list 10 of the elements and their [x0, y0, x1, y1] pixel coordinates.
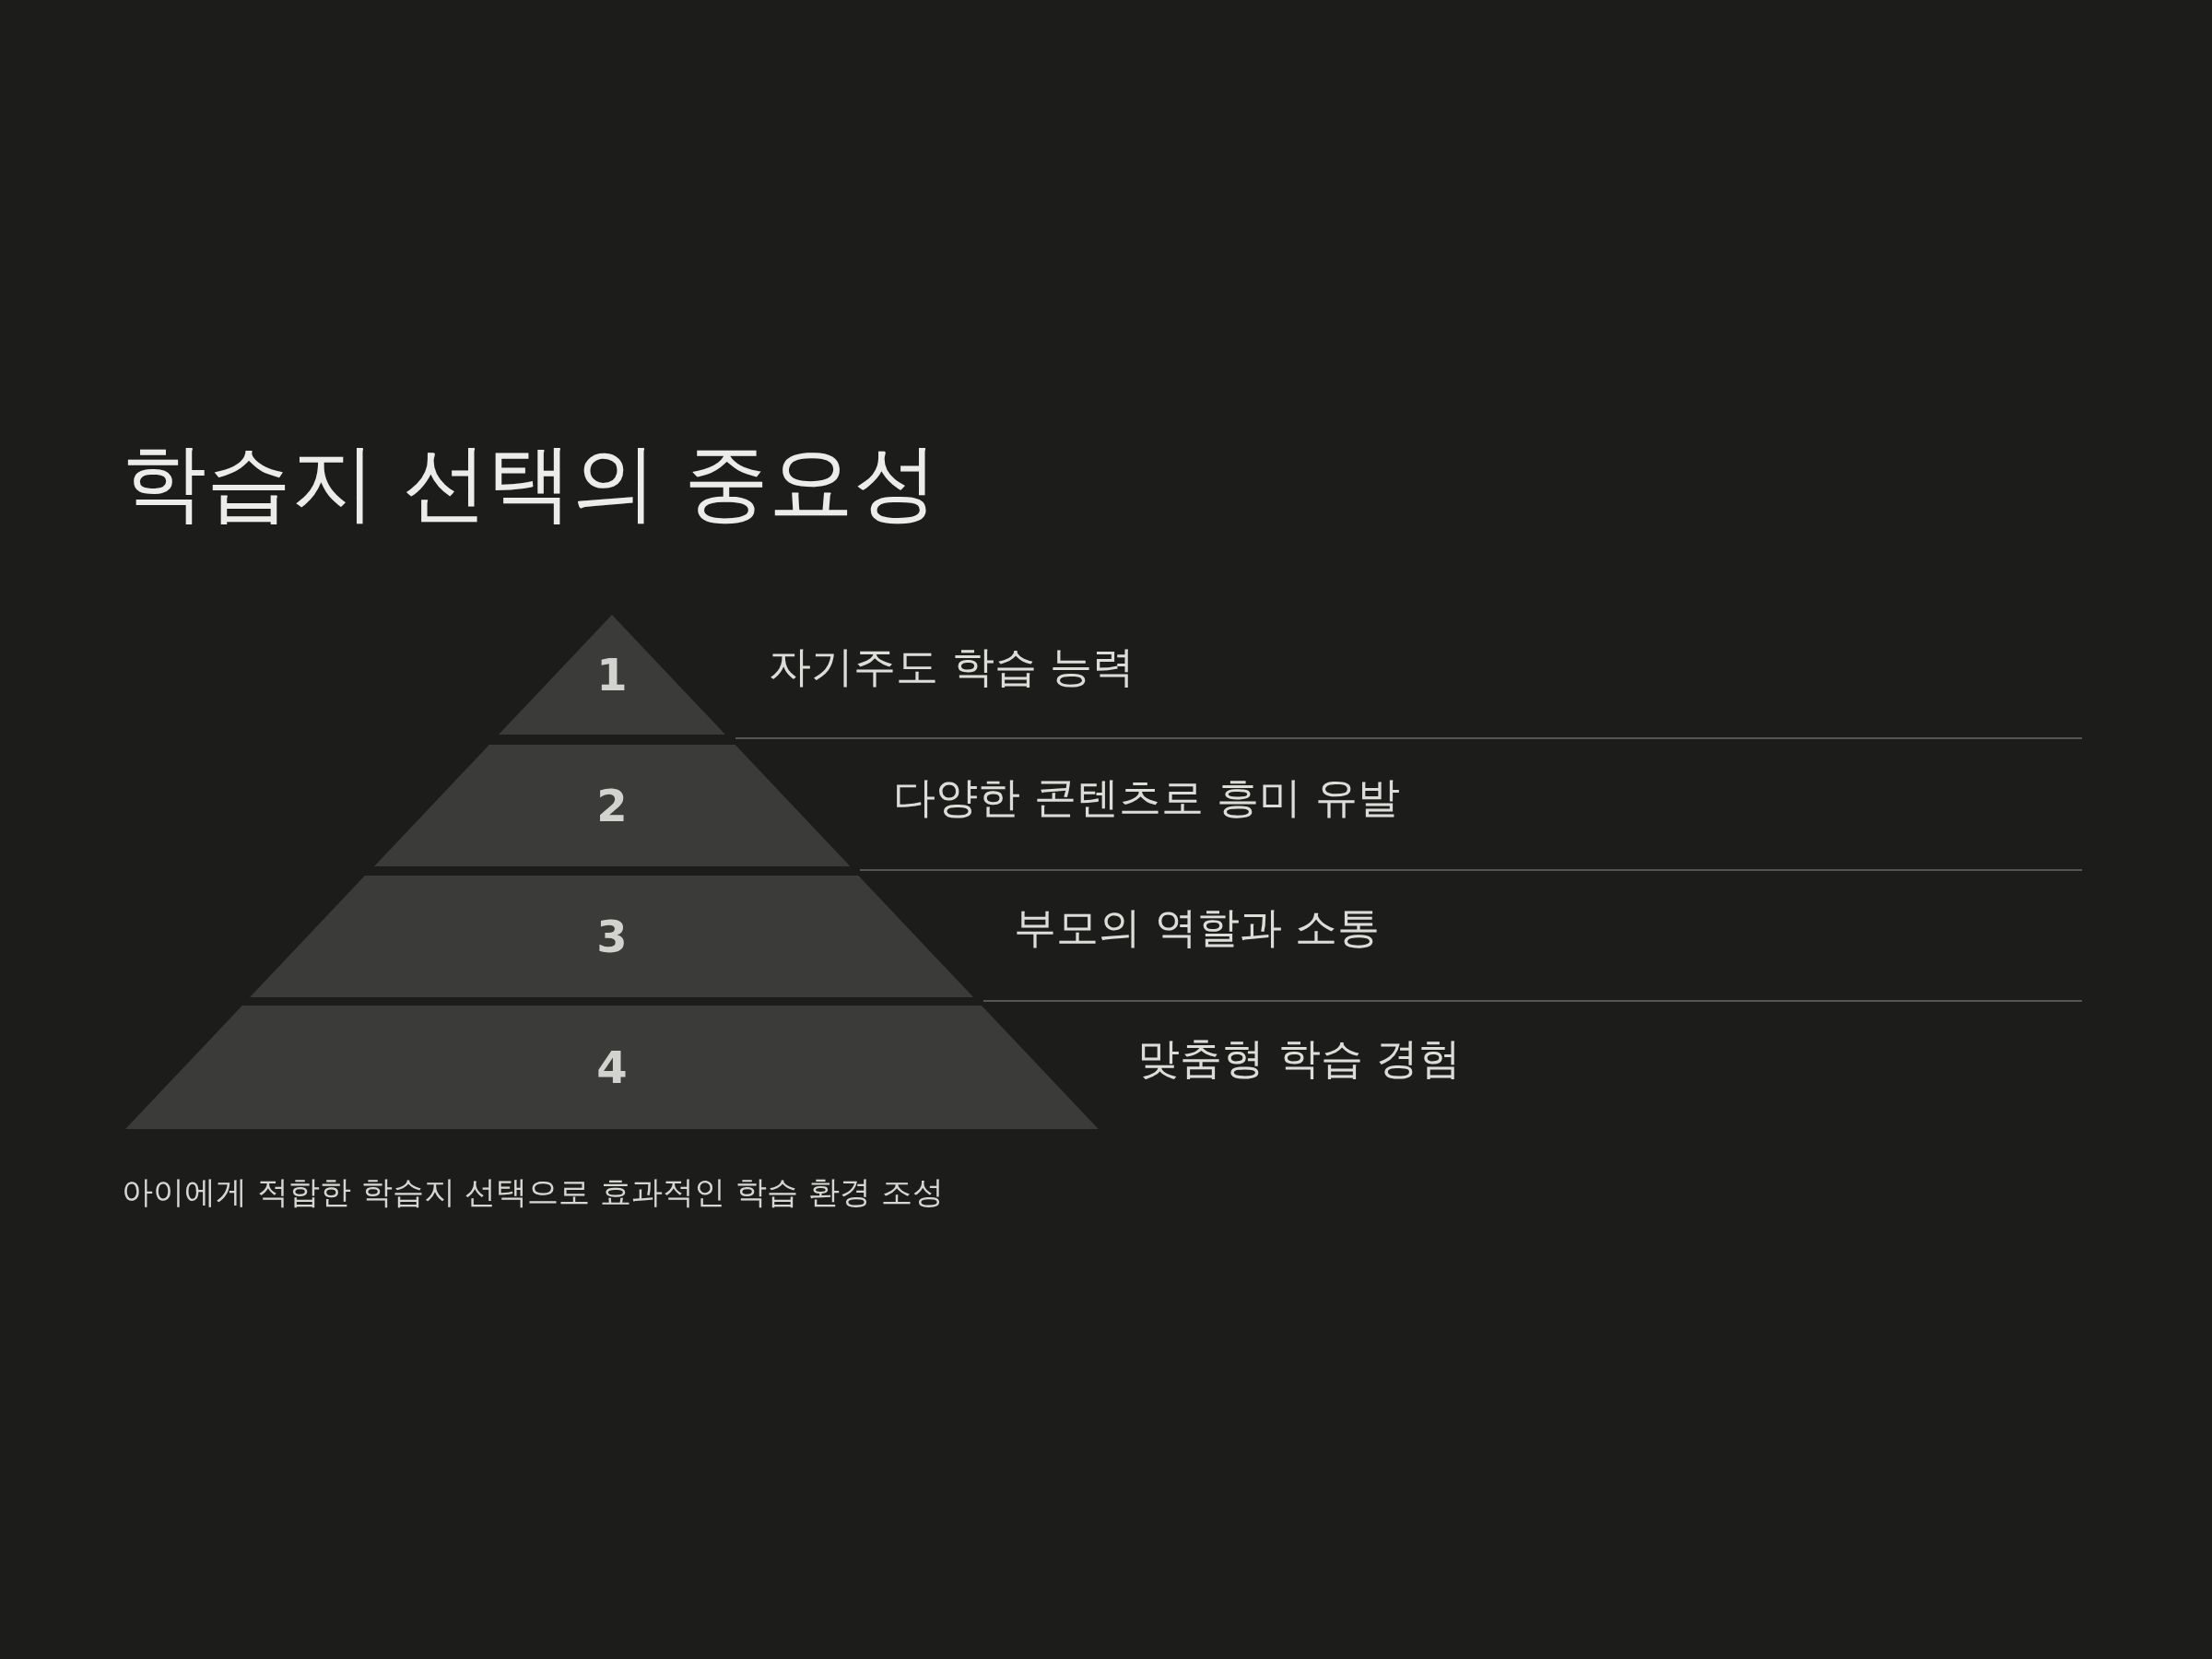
tier-number: 4: [596, 1045, 628, 1089]
tier-number: 3: [596, 914, 628, 959]
title: 학습지 선택의 중요성: [122, 441, 939, 525]
tier-label: 부모의 역할과 소통: [1014, 906, 1381, 948]
tier-label: 자기주도 학습 능력: [769, 645, 1135, 688]
tier-number: 1: [596, 653, 628, 697]
tier-label: 맞춤형 학습 경험: [1137, 1037, 1462, 1079]
caption: 아이에게 적합한 학습지 선택으로 효과적인 학습 환경 조성: [122, 1176, 944, 1207]
tier-number: 2: [596, 783, 628, 828]
tier-label: 다양한 콘텐츠로 흥미 유발: [893, 776, 1400, 818]
